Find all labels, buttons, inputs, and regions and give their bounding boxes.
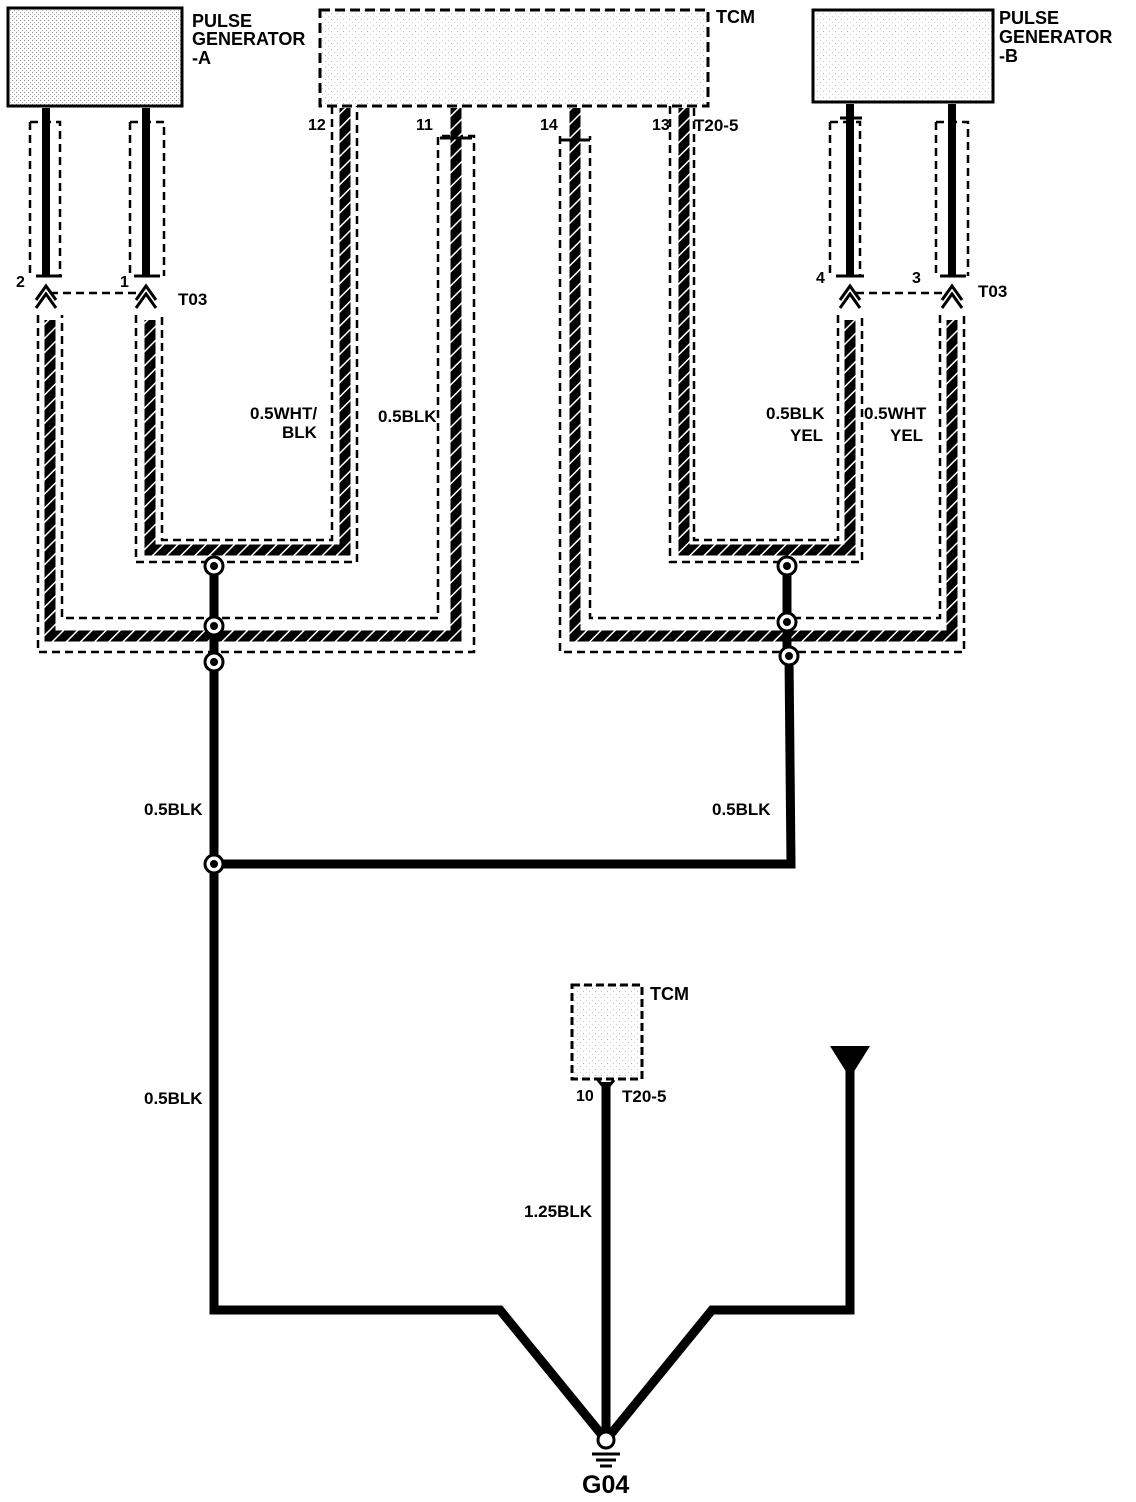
pga-label-3: -A	[192, 48, 211, 68]
pulse-generator-a-box	[6, 6, 184, 108]
tcm-top-label: TCM	[716, 7, 755, 27]
pgb-label-3: -B	[999, 46, 1018, 66]
wire-wht-yel-2: YEL	[890, 426, 924, 445]
connector-t03-left: T03	[178, 290, 208, 309]
splice-points	[203, 555, 800, 875]
ground-wires	[209, 566, 855, 1443]
connector-t20-bottom: T20-5	[622, 1087, 667, 1106]
pin-pgb-3: 3	[912, 270, 921, 287]
wire-wht-blk-left-2: BLK	[282, 423, 317, 442]
connector-t03-right: T03	[978, 282, 1008, 301]
pga-label-1: PULSE	[192, 11, 253, 31]
wire-ground-left-lower: 0.5BLK	[144, 1089, 203, 1108]
wire-wht-blk-left-1: 0.5WHT/	[250, 404, 318, 423]
tcm-top-box	[318, 8, 710, 108]
shield-outline-left	[28, 106, 476, 654]
t03-right-connector-marks	[560, 116, 966, 309]
tcm-bottom-label: TCM	[650, 984, 689, 1004]
pga-label-2: GENERATOR	[192, 29, 306, 49]
wire-blk-left: 0.5BLK	[378, 407, 437, 426]
t20-bottom-connector-mark	[596, 1079, 616, 1093]
wire-ground-left-upper: 0.5BLK	[144, 800, 203, 819]
wires-hatched-right	[569, 108, 958, 642]
pin-tcm-12: 12	[308, 117, 326, 134]
pin-pga-2: 2	[16, 274, 25, 291]
ground-point-label: G04	[582, 1471, 630, 1499]
pin-tcm-14: 14	[540, 117, 558, 134]
pga-leads	[42, 108, 150, 276]
wire-blk-yel-2: YEL	[790, 426, 824, 445]
pulse-generator-b-box	[811, 8, 995, 104]
wires-hatched-left	[44, 108, 462, 642]
wire-blk-yel-1: 0.5BLK	[766, 404, 825, 423]
t03-left-connector-marks	[34, 136, 472, 309]
off-page-arrow-icon	[830, 1046, 870, 1078]
wire-tcm-ground: 1.25BLK	[524, 1202, 593, 1221]
tcm-bottom-box	[570, 983, 644, 1081]
wire-wht-yel-1: 0.5WHT	[864, 404, 927, 423]
wire-ground-right-upper: 0.5BLK	[712, 800, 771, 819]
pin-pga-1: 1	[120, 274, 129, 291]
pgb-label-2: GENERATOR	[999, 27, 1113, 47]
ground-icon	[592, 1430, 620, 1468]
pin-tcm-10: 10	[576, 1088, 594, 1105]
pin-tcm-13: 13	[652, 117, 670, 134]
shield-outline-right	[558, 106, 970, 654]
pin-pgb-4: 4	[816, 270, 825, 287]
pgb-leads	[846, 104, 956, 276]
connector-t20-top: T20-5	[694, 116, 739, 135]
pin-tcm-11: 11	[416, 117, 433, 134]
pgb-label-1: PULSE	[999, 8, 1060, 28]
